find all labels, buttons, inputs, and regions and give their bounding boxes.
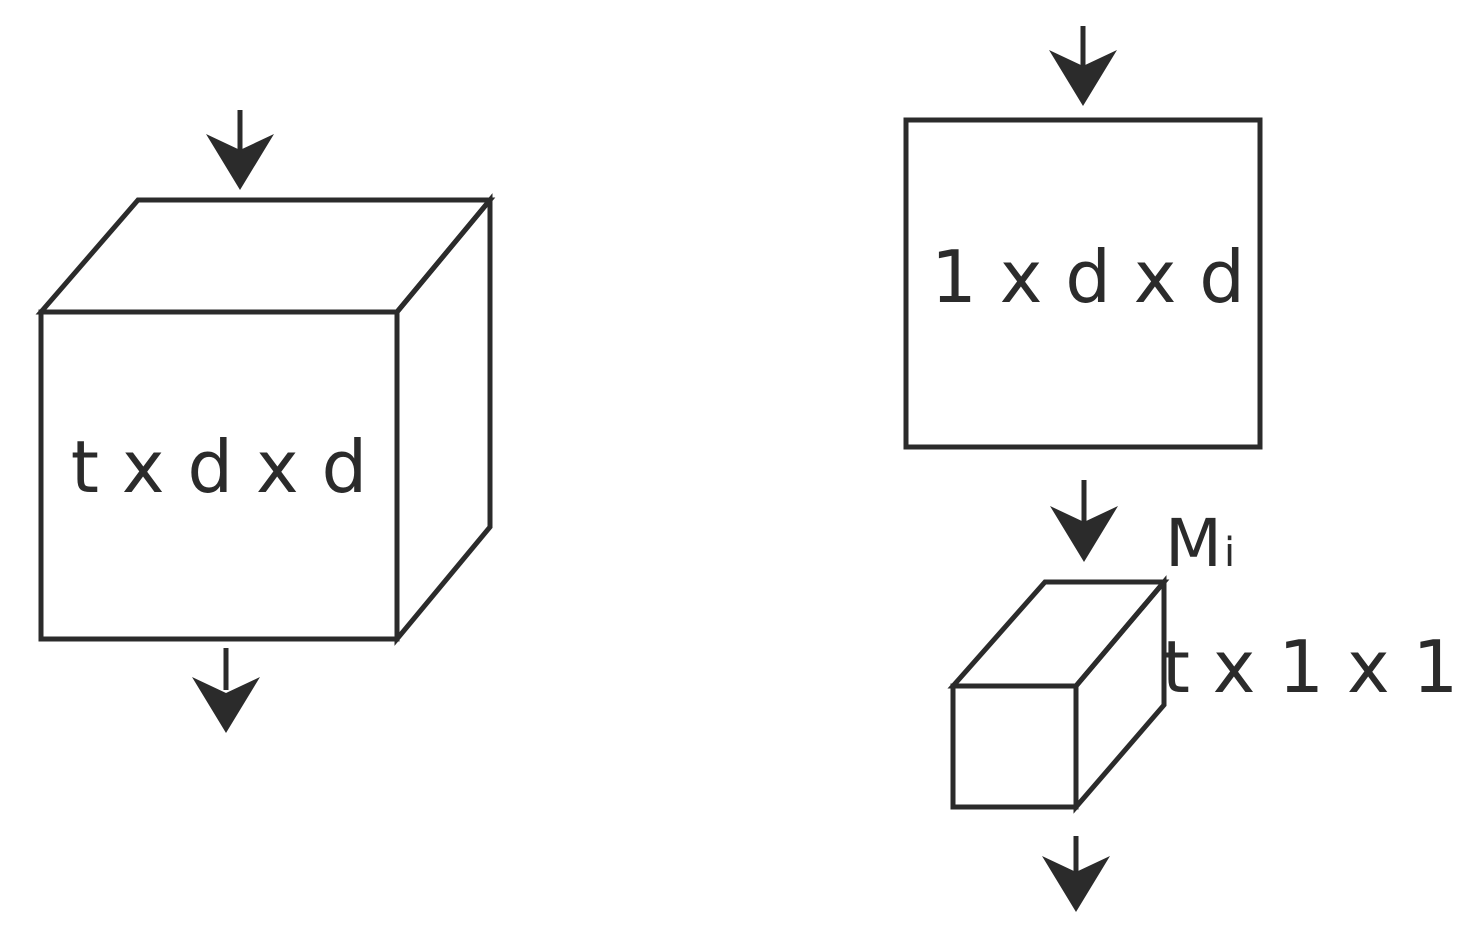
right-top-input-arrow [1049,26,1117,106]
right-bottom-group: Mi t x 1 x 1 [947,480,1459,912]
right-output-arrow [1042,836,1110,912]
operation-label-main: M [1165,505,1222,582]
right-middle-arrow [1050,480,1118,562]
right-bottom-dimension-label: t x 1 x 1 [1162,625,1459,709]
operation-label: Mi [1165,505,1235,582]
right-bottom-top-face [947,579,1170,689]
operation-label-subscript: i [1224,530,1235,576]
left-output-arrow [192,648,260,733]
right-top-dimension-label: 1 x d x d [931,235,1245,319]
right-bottom-block [947,575,1170,814]
right-top-group: 1 x d x d [903,26,1263,450]
right-bottom-front-face [950,683,1079,810]
left-input-arrow [206,110,274,190]
left-cube [35,193,496,646]
left-cube-dimension-label: t x d x d [71,425,367,509]
right-bottom-side-face [1073,575,1167,814]
right-top-square [903,117,1263,450]
left-cube-group: t x d x d [35,110,496,733]
left-cube-top-face [35,197,496,315]
left-cube-side-face [394,193,493,646]
